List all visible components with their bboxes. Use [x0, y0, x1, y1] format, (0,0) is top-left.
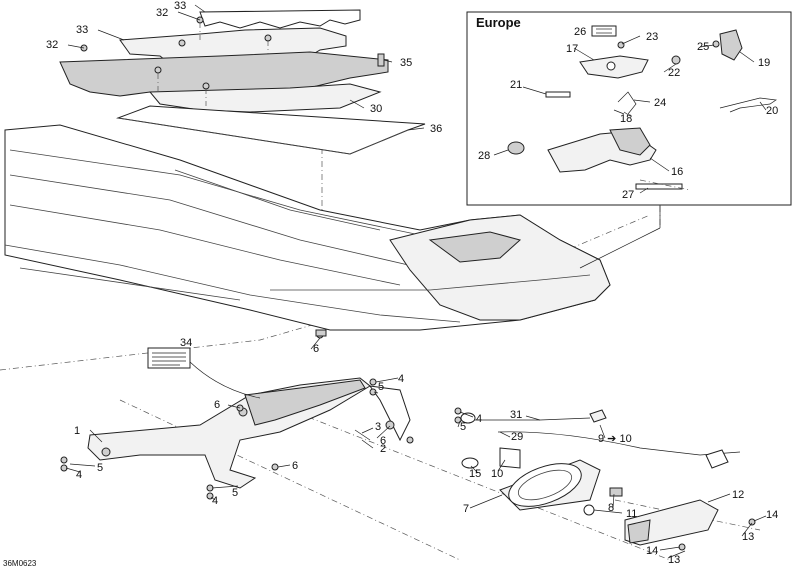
callout-11: 11: [626, 508, 637, 520]
callout-1: 1: [74, 425, 80, 437]
callout-28: 28: [478, 150, 490, 162]
callout-24: 24: [654, 97, 666, 109]
callout-35: 35: [400, 57, 412, 69]
chassis-tunnel: [4, 124, 611, 331]
callout-16: 16: [671, 166, 683, 178]
callout-4-a: 4: [398, 373, 404, 385]
callout-3: 3: [375, 421, 381, 433]
callout-13-bottom: 13: [668, 554, 680, 566]
callout-9-to-10: 9 ➔ 10: [598, 433, 632, 445]
callout-13-right: 13: [742, 531, 754, 543]
callout-25: 25: [697, 41, 709, 53]
callout-14-right: 14: [766, 509, 778, 521]
rear-bumper: [87, 377, 411, 489]
taillight: [461, 447, 719, 546]
callout-15: 15: [469, 468, 481, 480]
callout-6-mid: 6: [380, 435, 386, 447]
callout-4-c: 4: [76, 469, 82, 481]
inset-title: Europe: [476, 15, 521, 30]
callout-31: 31: [510, 409, 522, 421]
callout-32-left: 32: [46, 39, 58, 51]
callout-30: 30: [370, 103, 382, 115]
callout-34: 34: [180, 337, 192, 349]
callout-2: 2: [380, 443, 386, 455]
decal-34: [147, 347, 261, 399]
callout-23: 23: [646, 31, 658, 43]
callout-6-center: 6: [313, 343, 319, 355]
callout-17: 17: [566, 43, 578, 55]
callout-labels: 33 32 33 32 35 30 36 6 34 4 5 6 4 5 1 3 …: [3, 0, 778, 568]
callout-19: 19: [758, 57, 770, 69]
callout-5-a: 5: [378, 381, 384, 393]
callout-21: 21: [510, 79, 522, 91]
callout-14-bottom: 14: [646, 545, 658, 557]
callout-10: 10: [491, 468, 503, 480]
callout-12: 12: [732, 489, 744, 501]
callout-7: 7: [463, 503, 469, 515]
callout-32-top: 32: [156, 7, 168, 19]
callout-6-bottom: 6: [292, 460, 298, 472]
europe-inset: [466, 11, 792, 269]
callout-26: 26: [574, 26, 586, 38]
callout-4-b: 4: [476, 413, 482, 425]
callout-27: 27: [622, 189, 634, 201]
callout-18: 18: [620, 113, 632, 125]
callout-20: 20: [766, 105, 778, 117]
callout-29: 29: [511, 431, 523, 443]
callout-33-top: 33: [174, 0, 186, 12]
luggage-rack-plates: [59, 9, 426, 155]
callout-33-left: 33: [76, 24, 88, 36]
callout-5-c: 5: [97, 462, 103, 474]
callout-5-d: 5: [232, 487, 238, 499]
callout-22: 22: [668, 67, 680, 79]
callout-6-left: 6: [214, 399, 220, 411]
inset-labels: Europe 26 23 17 25 19 22 21 24 20 18 28 …: [476, 15, 778, 201]
drawing-code: 36M0623: [3, 559, 37, 568]
callout-4-d: 4: [212, 495, 218, 507]
callout-5-b: 5: [460, 421, 466, 433]
leader-lines: [65, 4, 767, 559]
callout-36: 36: [430, 123, 442, 135]
wire-harness: [460, 409, 741, 469]
callout-8: 8: [608, 502, 614, 514]
